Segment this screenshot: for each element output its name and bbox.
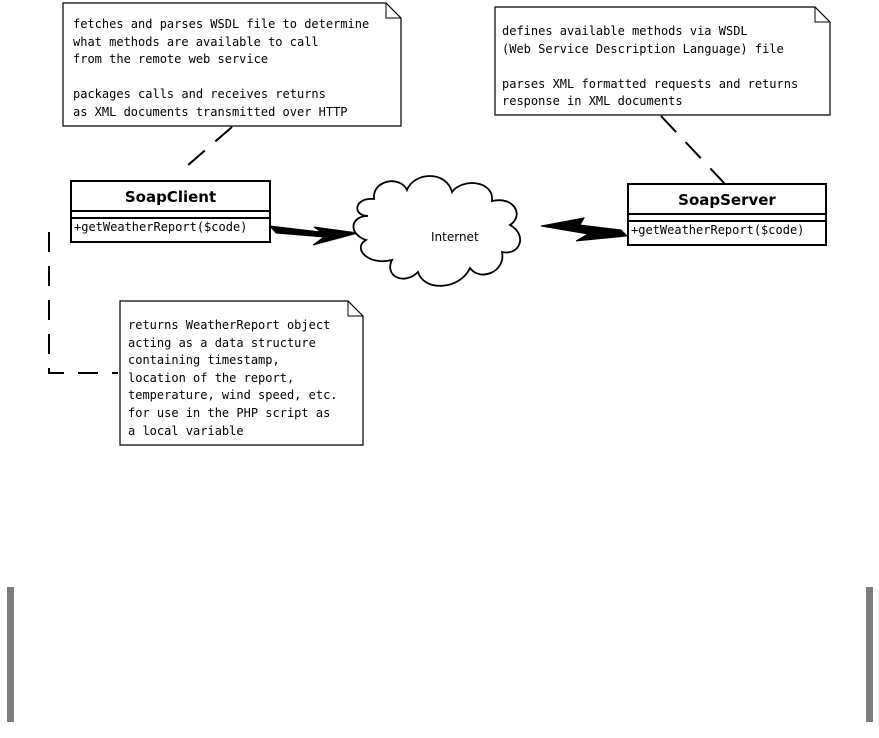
internet-cloud [352, 175, 522, 287]
client-lightning-connector [268, 225, 359, 246]
soapserver-method: +getWeatherReport($code) [631, 223, 805, 237]
return-note-shape [119, 300, 364, 446]
server-note-fold [814, 7, 830, 23]
soapserver-class-name: SoapServer [629, 185, 825, 215]
soapclient-class-name: SoapClient [72, 182, 269, 212]
soapclient-method: +getWeatherReport($code) [74, 220, 248, 234]
server-note-anchor [660, 115, 726, 185]
left-gray-bar [7, 587, 14, 722]
client-note-fold [385, 3, 401, 19]
right-gray-bar [866, 587, 873, 722]
return-note-fold [347, 301, 363, 317]
return-note-anchor [48, 232, 118, 374]
server-note-text: defines available methods via WSDL (Web … [502, 24, 799, 109]
server-note-shape [494, 6, 831, 116]
client-note-shape [62, 2, 402, 127]
client-note-text: fetches and parses WSDL file to determin… [73, 17, 370, 119]
soapclient-attributes-section [72, 212, 269, 219]
server-lightning-connector [540, 217, 629, 242]
internet-label: Internet [431, 230, 479, 244]
soapserver-class-box: SoapServer +getWeatherReport($code) [627, 183, 827, 246]
return-note-text: returns WeatherReport object acting as a… [128, 318, 338, 438]
soapclient-class-box: SoapClient +getWeatherReport($code) [70, 180, 271, 243]
soapserver-attributes-section [629, 215, 825, 222]
client-note-anchor [179, 126, 233, 173]
